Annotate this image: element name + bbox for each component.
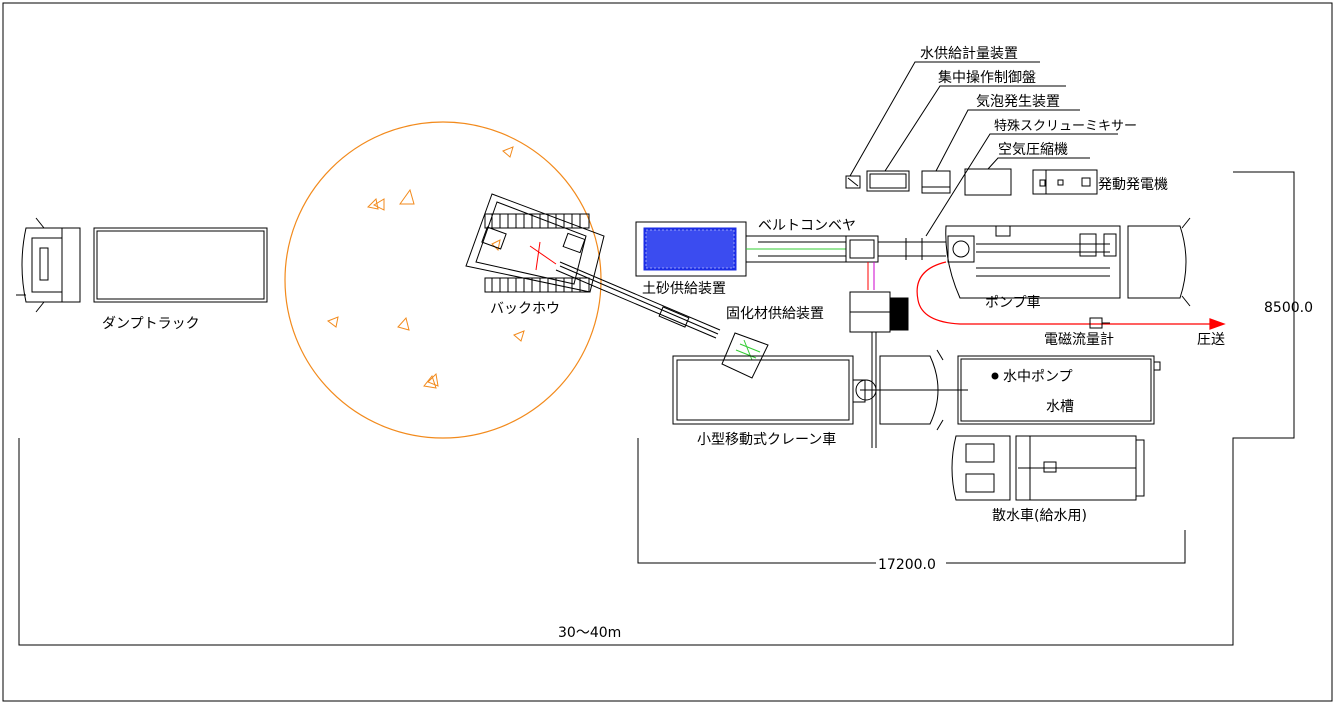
- generator-unit: [1032, 169, 1098, 195]
- dimension-overall: [18, 171, 1295, 646]
- screw-mixer-label: 特殊スクリューミキサー: [994, 119, 1137, 134]
- swing-markers: [326, 146, 525, 389]
- control-panel-label: 集中操作制御盤: [938, 69, 1036, 86]
- water-tank-label: 水槽: [1046, 399, 1074, 415]
- solidifier-feeder-label: 固化材供給装置: [726, 306, 824, 322]
- pressure-feed-label: 圧送: [1197, 332, 1225, 348]
- flow-meter-label: 電磁流量計: [1044, 332, 1114, 348]
- backhoe-swing-radius: [284, 121, 602, 439]
- soil-feeder-label: 土砂供給装置: [642, 281, 726, 297]
- mixer-unit: [845, 235, 946, 290]
- pressure-feed-line: [916, 261, 1226, 330]
- dump-truck-label: ダンプトラック: [102, 316, 200, 332]
- foam-generator-unit: [921, 170, 951, 194]
- belt-conveyor-label: ベルトコンベヤ: [758, 218, 856, 234]
- pump-truck: [945, 217, 1191, 307]
- backhoe: [465, 193, 769, 379]
- generator-label: 発動発電機: [1098, 177, 1168, 193]
- sprinkler-truck: [951, 435, 1145, 501]
- water-meter-unit: [845, 175, 861, 189]
- water-tank: [957, 355, 1161, 425]
- control-panel-unit: [866, 170, 910, 192]
- air-compressor-unit: [964, 168, 1012, 196]
- flow-meter: [1089, 317, 1110, 329]
- dimension-height-label: 8500.0: [1264, 300, 1313, 316]
- crane-truck-label: 小型移動式クレーン車: [697, 431, 836, 448]
- water-meter-label: 水供給計量装置: [920, 46, 1018, 62]
- dimension-width-label: 17200.0: [878, 557, 936, 573]
- submersible-pump-label: 水中ポンプ: [1003, 369, 1073, 385]
- backhoe-label: バックホウ: [490, 301, 560, 317]
- pump-truck-label: ポンプ車: [985, 294, 1041, 311]
- solidifier-feeder: [849, 291, 909, 448]
- air-compressor-label: 空気圧縮機: [998, 142, 1068, 158]
- dump-truck: [16, 217, 268, 313]
- sprinkler-truck-label: 散水車(給水用): [992, 507, 1087, 524]
- foam-generator-label: 気泡発生装置: [976, 94, 1060, 110]
- crane-truck: [672, 349, 968, 431]
- leader-lines: [849, 61, 1118, 237]
- soil-feeder: [635, 221, 846, 277]
- dimension-overall-label: 30～40m: [558, 625, 621, 641]
